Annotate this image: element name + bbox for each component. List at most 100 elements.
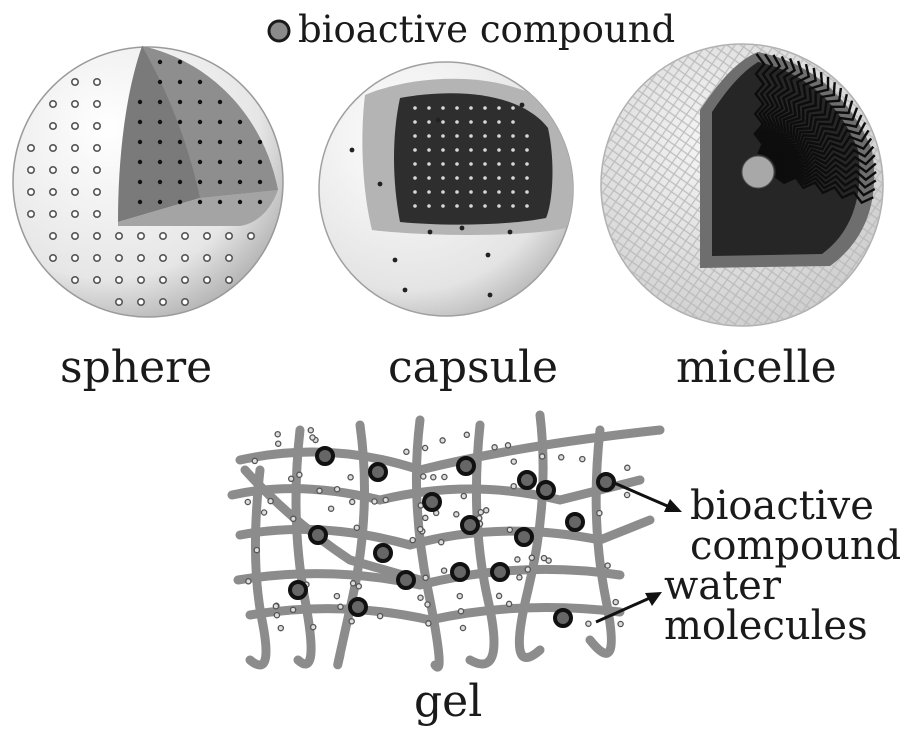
water-molecule-dot: [252, 458, 257, 463]
bioactive-compound-dot: [138, 180, 142, 184]
bioactive-compound-dot: [413, 204, 417, 208]
water-molecule-dot: [484, 508, 489, 513]
bioactive-compound-dot: [511, 134, 515, 138]
bioactive-compound-dot: [178, 60, 182, 64]
bioactive-compound-dot: [427, 134, 431, 138]
bioactive-compound-dot: [378, 182, 383, 187]
bioactive-compound-dot: [455, 148, 459, 152]
bioactive-compound-dot: [427, 190, 431, 194]
water-molecule-dot: [613, 600, 618, 605]
bioactive-compound-dot: [198, 80, 202, 84]
bioactive-compound-dot: [198, 160, 202, 164]
bioactive-compound-dot: [497, 106, 501, 110]
water-molecule-dot: [540, 454, 545, 459]
bioactive-compound-legend-icon: [269, 21, 289, 41]
water-molecule-dot: [507, 601, 512, 606]
water-molecule-dot: [350, 499, 355, 504]
bioactive-compound-dot: [428, 230, 433, 235]
bioactive-compound-dot: [497, 204, 501, 208]
bioactive-compound-dot: [424, 494, 440, 510]
bioactive-compound-dot: [497, 120, 501, 124]
water-molecule-dot: [351, 581, 356, 586]
bioactive-compound-dot: [158, 80, 162, 84]
bioactive-compound-dot: [427, 106, 431, 110]
bioactive-compound-dot: [218, 140, 222, 144]
bioactive-compound-dot: [497, 148, 501, 152]
bioactive-compound-dot: [441, 134, 445, 138]
water-molecule-dot: [458, 609, 463, 614]
bioactive-compound-dot: [469, 204, 473, 208]
water-molecule-dot: [245, 499, 250, 504]
bioactive-compound-dot: [258, 180, 262, 184]
bioactive-compound-dot: [138, 120, 142, 124]
bioactive-compound-dot: [138, 255, 144, 261]
water-molecule-dot: [586, 621, 591, 626]
bioactive-compound-dot: [483, 120, 487, 124]
bioactive-compound-dot: [160, 299, 166, 305]
water-molecule-dot: [511, 459, 516, 464]
bioactive-compound-dot: [218, 180, 222, 184]
sphere-label: sphere: [60, 346, 212, 390]
bioactive-compound-dot: [483, 176, 487, 180]
bioactive-compound-dot: [469, 134, 473, 138]
bioactive-compound-dot: [455, 162, 459, 166]
bioactive-compound-dot: [28, 211, 34, 217]
bioactive-compound-dot: [413, 162, 417, 166]
bioactive-compound-dot: [72, 79, 78, 85]
water-molecule-dot: [418, 527, 423, 532]
bioactive-compound-dot: [50, 123, 56, 129]
water-molecule-dot: [440, 438, 445, 443]
bioactive-compound-dot: [158, 160, 162, 164]
bioactive-compound-dot: [525, 190, 529, 194]
bioactive-compound-dot: [238, 120, 242, 124]
water-molecule-dot: [246, 579, 251, 584]
gel-fiber-network: [232, 415, 660, 667]
bioactive-compound-dot: [483, 204, 487, 208]
bioactive-compound-dot: [525, 134, 529, 138]
bioactive-compound-dot: [248, 233, 254, 239]
bioactive-compound-dot: [413, 176, 417, 180]
bioactive-compound-dot: [469, 176, 473, 180]
micelle-illustration: [601, 44, 883, 326]
bioactive-compound-dot: [72, 211, 78, 217]
bioactive-compound-dot: [413, 190, 417, 194]
bioactive-compound-dot: [469, 162, 473, 166]
bioactive-compound-dot: [218, 160, 222, 164]
bioactive-compound-dot: [525, 162, 529, 166]
bioactive-compound-dot: [226, 255, 232, 261]
bioactive-compound-dot: [258, 140, 262, 144]
bioactive-compound-dot: [441, 162, 445, 166]
bioactive-compound-dot: [198, 120, 202, 124]
bioactive-compound-dot: [138, 299, 144, 305]
bioactive-compound-dot: [50, 255, 56, 261]
bioactive-compound-dot: [158, 100, 162, 104]
water-molecule-dot: [464, 432, 469, 437]
bioactive-compound-dot: [455, 204, 459, 208]
bioactive-compound-dot: [182, 299, 188, 305]
bioactive-compound-dot: [460, 226, 465, 231]
bioactive-compound-dot: [238, 200, 242, 204]
water-molecule-dot: [511, 484, 516, 489]
bioactive-compound-dot: [511, 176, 515, 180]
bioactive-compound-dot: [375, 545, 391, 561]
water-molecule-dot: [423, 515, 428, 520]
water-molecule-dot: [354, 525, 359, 530]
bioactive-compound-dot: [226, 277, 232, 283]
bioactive-compound-dot: [511, 120, 515, 124]
bioactive-compound-dot: [488, 293, 493, 298]
water-molecule-dot: [410, 538, 415, 543]
bioactive-compound-dot: [138, 140, 142, 144]
bioactive-compound-dot: [441, 190, 445, 194]
bioactive-compound-dot: [28, 189, 34, 195]
bioactive-compound-dot: [393, 258, 398, 263]
water-molecule-dot: [291, 607, 296, 612]
bioactive-compound-dot: [455, 176, 459, 180]
water-molecule-dot: [349, 619, 354, 624]
water-molecule-dot: [383, 497, 388, 502]
bioactive-compound-dot: [94, 101, 100, 107]
bioactive-compound-dot: [138, 233, 144, 239]
water-molecule-dot: [580, 457, 585, 462]
water-molecule-dot: [425, 602, 430, 607]
bioactive-compound-dot: [469, 148, 473, 152]
